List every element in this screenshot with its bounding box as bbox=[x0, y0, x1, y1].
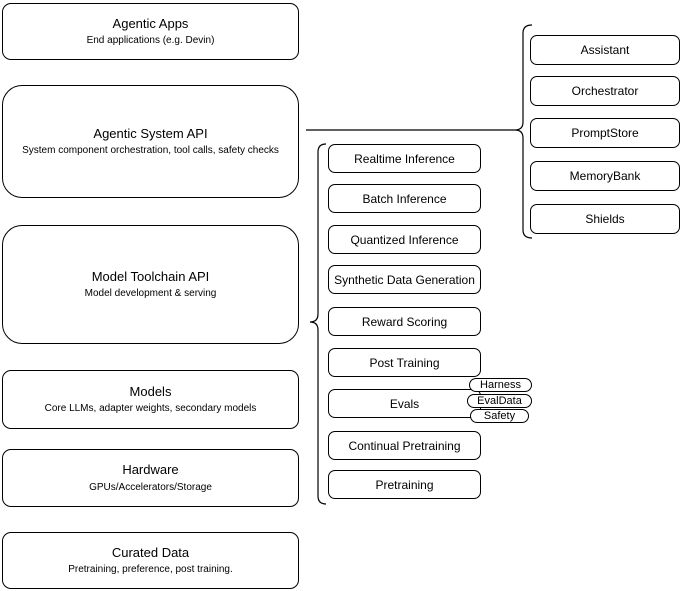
component-orchestrator: Orchestrator bbox=[530, 76, 680, 106]
box-subtitle: Core LLMs, adapter weights, secondary mo… bbox=[44, 403, 257, 415]
box-subtitle: System component orchestration, tool cal… bbox=[22, 145, 279, 157]
box-title: Model Toolchain API bbox=[91, 268, 210, 284]
service-quantized-inference: Quantized Inference bbox=[328, 225, 481, 254]
box-title: Agentic Apps bbox=[112, 15, 189, 31]
tag-label: EvalData bbox=[477, 395, 522, 407]
component-memorybank: MemoryBank bbox=[530, 161, 680, 191]
box-subtitle: GPUs/Accelerators/Storage bbox=[89, 481, 212, 493]
service-evals: Evals bbox=[328, 389, 481, 418]
component-label: PromptStore bbox=[571, 126, 639, 140]
toolchain-services-brace bbox=[309, 143, 327, 505]
tag-label: Safety bbox=[483, 410, 516, 422]
service-post-training: Post Training bbox=[328, 348, 481, 377]
box-title: Hardware bbox=[122, 462, 179, 478]
box-agentic-apps: Agentic Apps End applications (e.g. Devi… bbox=[2, 3, 299, 60]
service-label: Pretraining bbox=[375, 477, 434, 492]
component-assistant: Assistant bbox=[530, 35, 680, 65]
service-realtime-inference: Realtime Inference bbox=[328, 144, 481, 173]
service-label: Reward Scoring bbox=[361, 314, 448, 329]
box-models: Models Core LLMs, adapter weights, secon… bbox=[2, 370, 299, 429]
service-synthetic-data-generation: Synthetic Data Generation bbox=[328, 265, 481, 294]
box-subtitle: Model development & serving bbox=[84, 288, 217, 300]
service-label: Realtime Inference bbox=[354, 151, 455, 166]
service-reward-scoring: Reward Scoring bbox=[328, 307, 481, 336]
box-hardware: Hardware GPUs/Accelerators/Storage bbox=[2, 449, 299, 507]
service-label: Synthetic Data Generation bbox=[334, 272, 475, 287]
component-label: Shields bbox=[585, 212, 625, 226]
tag-label: Harness bbox=[480, 379, 521, 391]
component-promptstore: PromptStore bbox=[530, 118, 680, 148]
box-curated-data: Curated Data Pretraining, preference, po… bbox=[2, 532, 299, 589]
tag-evaldata: EvalData bbox=[467, 394, 532, 408]
box-model-toolchain-api: Model Toolchain API Model development & … bbox=[2, 225, 299, 344]
box-title: Curated Data bbox=[111, 544, 190, 560]
box-agentic-system-api: Agentic System API System component orch… bbox=[2, 85, 299, 198]
box-title: Models bbox=[129, 383, 172, 399]
component-label: Assistant bbox=[580, 43, 630, 57]
service-label: Post Training bbox=[369, 355, 440, 370]
service-continual-pretraining: Continual Pretraining bbox=[328, 431, 481, 460]
tag-harness: Harness bbox=[469, 378, 532, 392]
service-batch-inference: Batch Inference bbox=[328, 184, 481, 213]
service-label: Continual Pretraining bbox=[348, 438, 461, 453]
component-label: Orchestrator bbox=[571, 84, 639, 98]
component-label: MemoryBank bbox=[569, 169, 641, 183]
box-subtitle: Pretraining, preference, post training. bbox=[68, 564, 233, 576]
component-shields: Shields bbox=[530, 204, 680, 234]
service-pretraining: Pretraining bbox=[328, 470, 481, 499]
box-subtitle: End applications (e.g. Devin) bbox=[86, 35, 215, 47]
service-label: Batch Inference bbox=[362, 191, 447, 206]
box-title: Agentic System API bbox=[93, 125, 208, 141]
service-label: Evals bbox=[389, 396, 420, 411]
service-label: Quantized Inference bbox=[350, 232, 459, 247]
tag-safety: Safety bbox=[470, 409, 529, 423]
